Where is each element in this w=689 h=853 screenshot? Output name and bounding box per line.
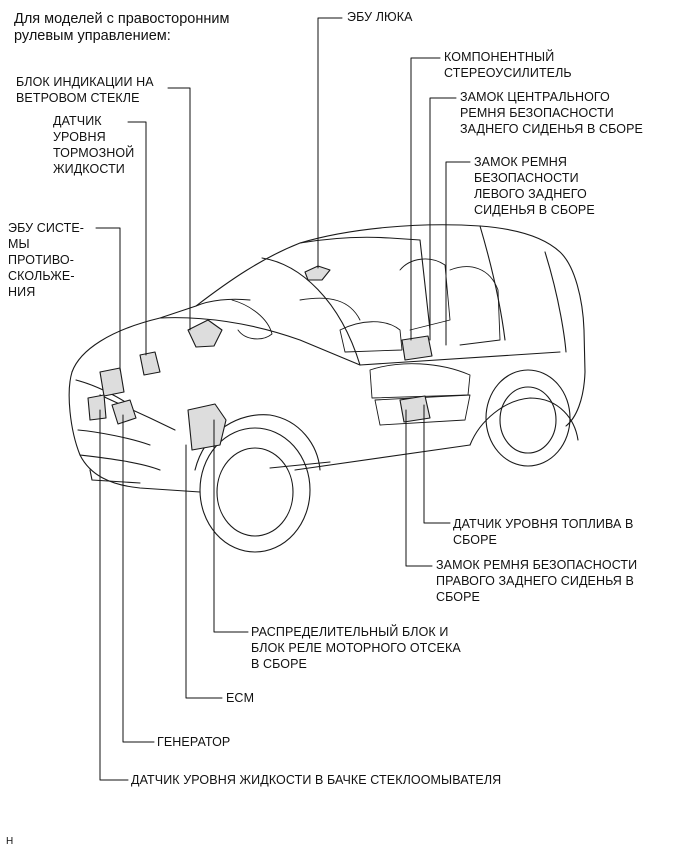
leader-lines xyxy=(95,17,471,781)
car-body xyxy=(68,224,586,493)
label-hud: БЛОК ИНДИКАЦИИ НА ВЕТРОВОМ СТЕКЛЕ xyxy=(16,75,154,105)
interior xyxy=(231,258,501,426)
label-right-rear-buckle: ЗАМОК РЕМНЯ БЕЗОПАСНОСТИ ПРАВОГО ЗАДНЕГО… xyxy=(436,558,638,604)
label-left-rear-buckle: ЗАМОК РЕМНЯ БЕЗОПАСНОСТИ ЛЕВОГО ЗАДНЕГО … xyxy=(474,155,595,217)
label-center-rear-buckle: ЗАМОК ЦЕНТРАЛЬНОГО РЕМНЯ БЕЗОПАСНОСТИ ЗА… xyxy=(460,90,643,136)
label-washer-sensor: ДАТЧИК УРОВНЯ ЖИДКОСТИ В БАЧКЕ СТЕКЛООМЫ… xyxy=(131,773,502,787)
label-ecm: ECM xyxy=(226,691,255,705)
car-front xyxy=(75,379,176,484)
footer-mark: H xyxy=(6,836,14,847)
label-skid-control-ecu: ЭБУ СИСТЕ- МЫ ПРОТИВО- СКОЛЬЖЕ- НИЯ xyxy=(8,221,85,299)
page-title: Для моделей с правосторонним рулевым упр… xyxy=(14,11,230,44)
label-fuel-sensor: ДАТЧИК УРОВНЯ ТОПЛИВА В СБОРЕ xyxy=(453,517,634,547)
component-washer xyxy=(87,394,107,421)
component-generator xyxy=(111,399,137,425)
label-generator: ГЕНЕРАТОР xyxy=(157,735,231,749)
label-stereo-amp: КОМПОНЕНТНЫЙ СТЕРЕОУСИЛИТЕЛЬ xyxy=(444,50,572,80)
component-sunroof-ecu xyxy=(304,265,331,281)
label-brake-fluid-sensor: ДАТЧИК УРОВНЯ ТОРМОЗНОЙ ЖИДКОСТИ xyxy=(53,114,135,176)
component-relay-block xyxy=(187,403,227,451)
component-brake-sensor xyxy=(139,351,161,376)
label-relay-block: РАСПРЕДЕЛИТЕЛЬНЫЙ БЛОК И БЛОК РЕЛЕ МОТОР… xyxy=(251,625,461,671)
rear-wheel xyxy=(485,369,571,467)
label-sunroof-ecu: ЭБУ ЛЮКА xyxy=(347,10,413,24)
component-fuel-sender xyxy=(399,395,431,423)
component-stereo-amp xyxy=(401,335,433,361)
component-skid-ecu xyxy=(99,367,125,397)
component-hud xyxy=(187,319,223,348)
